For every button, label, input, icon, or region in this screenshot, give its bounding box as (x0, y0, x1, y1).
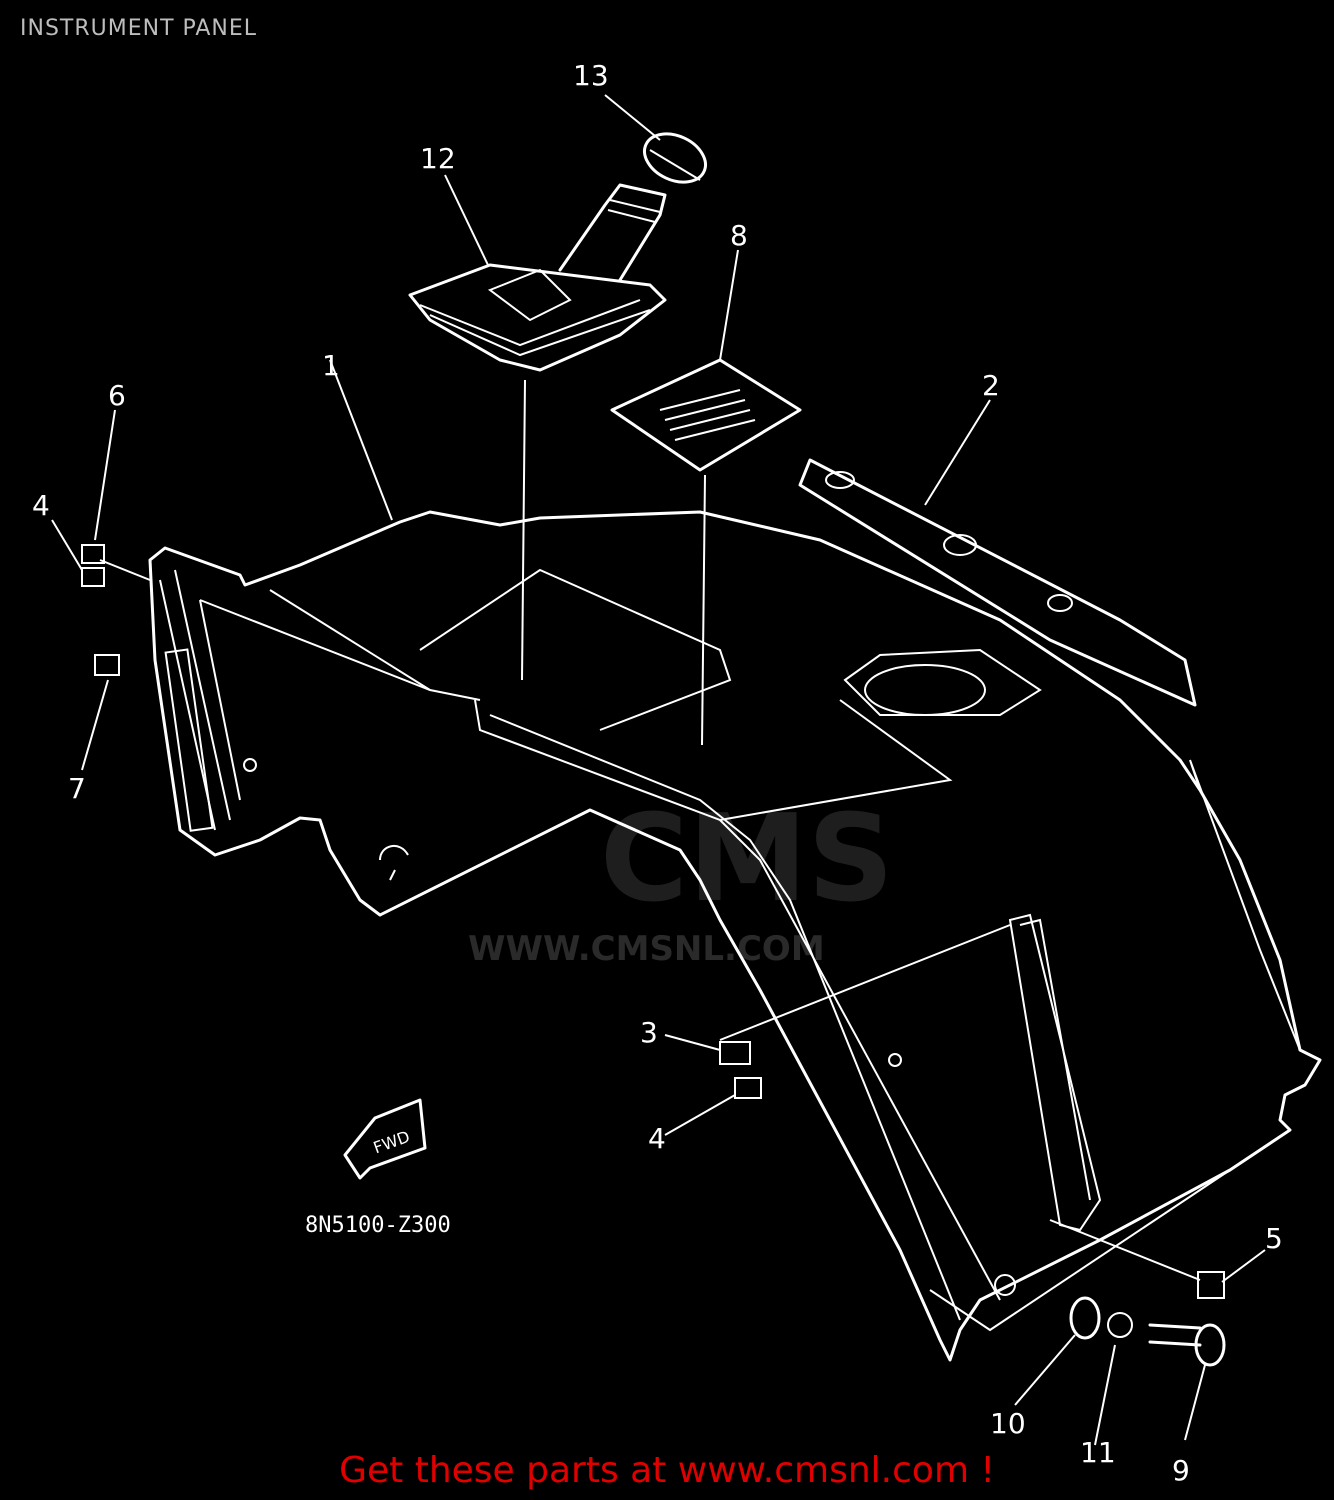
front-direction-arrow: FWD (343, 1098, 427, 1180)
assembly-lines (99, 379, 1201, 1281)
label-plate-part (610, 358, 802, 472)
callout-12: 12 (420, 142, 456, 175)
page-title: INSTRUMENT PANEL (20, 16, 258, 41)
leader-lines (51, 94, 1266, 1446)
front-arrow-label: FWD (371, 1127, 413, 1158)
promo-link[interactable]: Get these parts at www.cmsnl.com ! (339, 1450, 995, 1491)
callout-4-left: 4 (32, 489, 50, 522)
part-code: 8N5100-Z300 (305, 1213, 451, 1238)
callout-6: 6 (108, 379, 126, 412)
callout-11: 11 (1080, 1436, 1116, 1469)
watermark-logo: CMS (600, 790, 894, 929)
callout-4-right: 4 (648, 1122, 666, 1155)
watermark-url: WWW.CMSNL.COM (468, 929, 825, 969)
callout-10: 10 (990, 1407, 1026, 1440)
callout-8: 8 (730, 219, 748, 252)
shift-boot-part (408, 183, 667, 372)
trim-strip-part (798, 458, 1197, 707)
callout-2: 2 (982, 369, 1000, 402)
fasteners (1069, 1296, 1226, 1367)
callout-7: 7 (68, 772, 86, 805)
callout-9: 9 (1172, 1454, 1190, 1487)
watermark: CMS WWW.CMSNL.COM (468, 790, 894, 969)
callout-1: 1 (322, 349, 340, 382)
cap-part (643, 132, 707, 184)
clips (81, 544, 1225, 1299)
callout-3: 3 (640, 1016, 658, 1049)
instrument-panel-part (148, 510, 1322, 1362)
callout-5: 5 (1265, 1222, 1283, 1255)
callout-13: 13 (573, 59, 609, 92)
